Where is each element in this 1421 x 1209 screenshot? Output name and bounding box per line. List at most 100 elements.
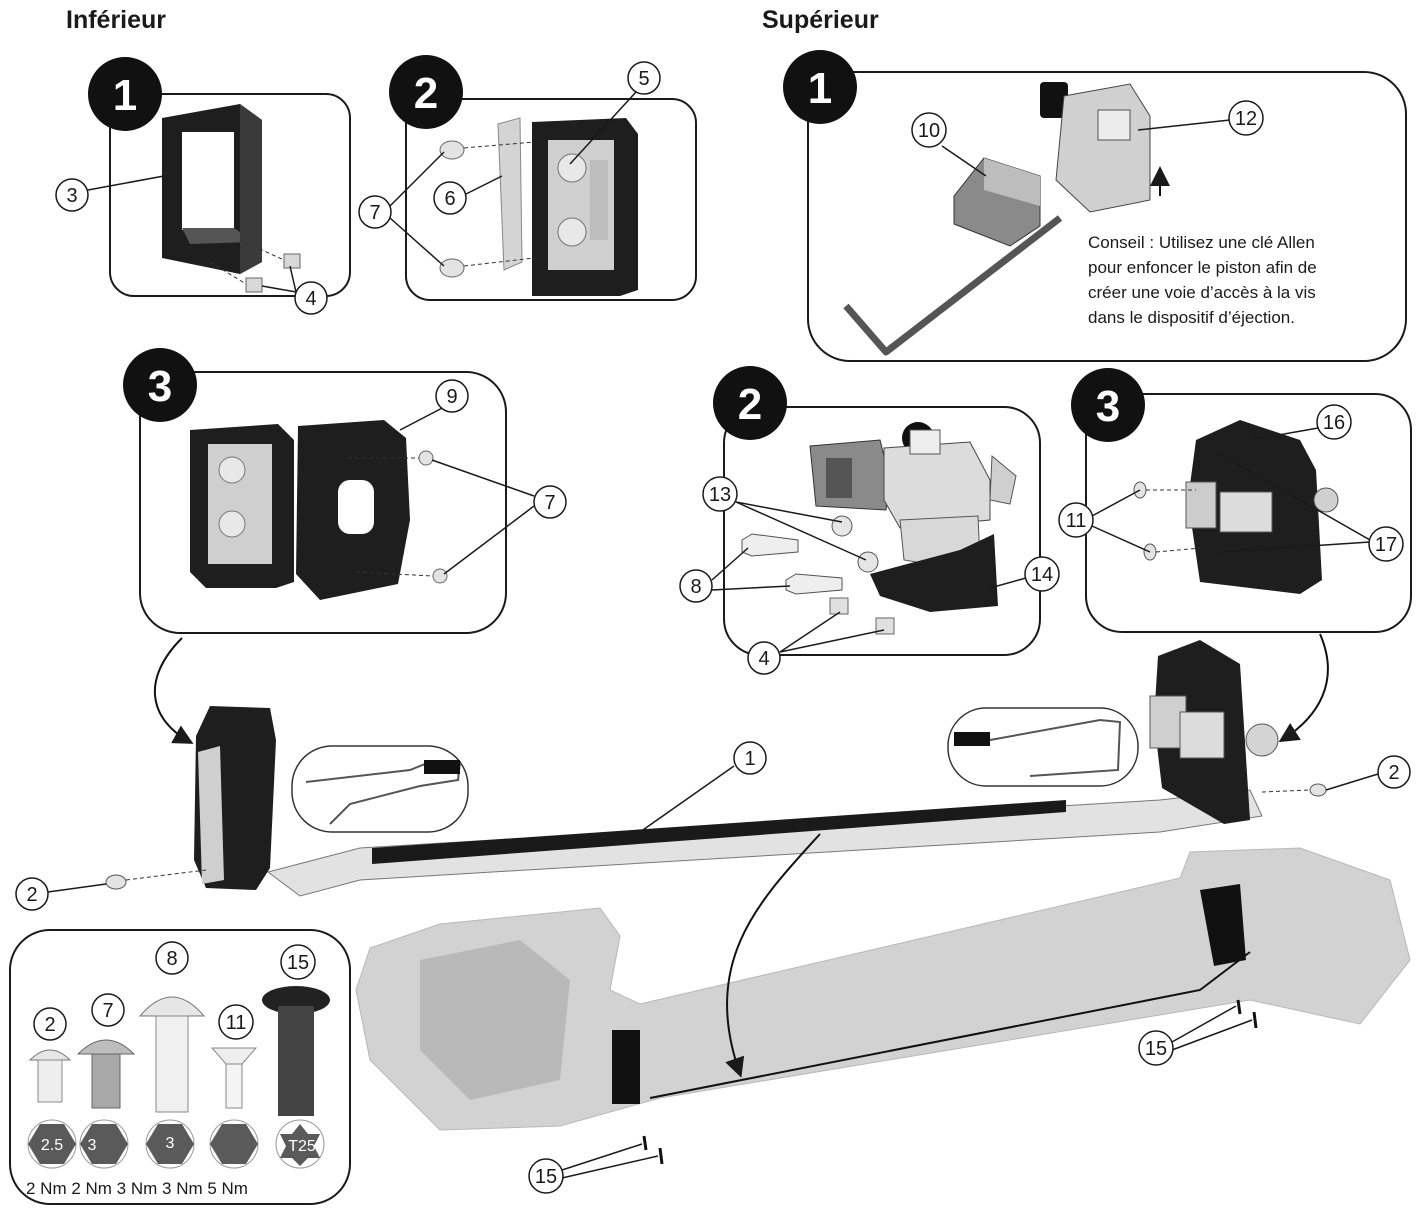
part-housing-14 bbox=[870, 534, 998, 612]
tool-badge-3: 3 bbox=[145, 1119, 195, 1169]
step-badge-upper-2: 2 bbox=[738, 380, 762, 429]
detail-bubble-left bbox=[291, 745, 469, 833]
callout-8a-label: 8 bbox=[690, 576, 701, 598]
arrow-bar-to-housing bbox=[725, 833, 821, 1078]
step-badge-lower-3: 3 bbox=[148, 362, 172, 411]
callout-2c-label: 2 bbox=[44, 1014, 55, 1036]
hw-screw-8 bbox=[138, 996, 206, 1113]
callout-7a-label: 7 bbox=[369, 202, 380, 224]
panel-upper-2: 2 bbox=[713, 366, 1041, 656]
tip-line-3: créer une voie d’accès à la vis bbox=[1088, 283, 1316, 302]
tool-label-2: 3 bbox=[88, 1137, 97, 1154]
tool-label-1: 2.5 bbox=[41, 1137, 63, 1154]
panel-lower-3: 3 bbox=[123, 348, 507, 634]
callout-8b-label: 8 bbox=[166, 948, 177, 970]
callout-7c: 7 bbox=[91, 993, 125, 1027]
callout-5: 5 bbox=[627, 61, 661, 95]
callout-8a: 8 bbox=[679, 569, 713, 603]
callout-9-label: 9 bbox=[446, 386, 457, 408]
callout-14: 14 bbox=[1024, 556, 1060, 592]
torque-labels: 2 Nm 2 Nm 3 Nm 3 Nm 5 Nm bbox=[26, 1179, 248, 1198]
part-allen-key bbox=[843, 215, 1063, 356]
panel-lower-1: 1 bbox=[88, 57, 351, 297]
part-bracket-5 bbox=[532, 118, 638, 296]
callouts: 3 4 5 6 7 9 7 10 12 13 8 14 4 11 16 17 1… bbox=[15, 61, 1411, 1194]
callout-7b: 7 bbox=[533, 485, 567, 519]
callout-2b-label: 2 bbox=[1388, 762, 1399, 784]
part-ejector-12 bbox=[1040, 82, 1170, 213]
callout-2b: 2 bbox=[1377, 755, 1411, 789]
callout-12: 12 bbox=[1228, 100, 1264, 136]
callout-13-label: 13 bbox=[709, 484, 731, 506]
tool-label-5: T25 bbox=[288, 1138, 316, 1155]
callout-4b-label: 4 bbox=[758, 648, 769, 670]
part-bar-1 bbox=[266, 789, 1263, 897]
callout-4a-label: 4 bbox=[305, 288, 316, 310]
callout-15c-label: 15 bbox=[287, 952, 309, 974]
callout-6: 6 bbox=[433, 181, 467, 215]
callout-1: 1 bbox=[733, 741, 767, 775]
detail-bubble-right bbox=[947, 707, 1139, 787]
hw-screw-2 bbox=[28, 1049, 72, 1103]
part-screw-2-left bbox=[105, 869, 207, 890]
part-frame-3 bbox=[162, 104, 262, 274]
tool-badge-5: T25 bbox=[275, 1119, 325, 1169]
tip-line-2: pour enfoncer le piston afin de bbox=[1088, 258, 1317, 277]
callout-14-label: 14 bbox=[1031, 564, 1053, 586]
part-housing-body bbox=[355, 847, 1411, 1131]
callout-16-label: 16 bbox=[1323, 412, 1345, 434]
step-badge-lower-2: 2 bbox=[414, 69, 438, 118]
callout-7b-label: 7 bbox=[544, 492, 555, 514]
heading-upper: Supérieur bbox=[762, 6, 879, 34]
tip-line-4: dans le dispositif d’éjection. bbox=[1088, 308, 1295, 327]
callout-15c: 15 bbox=[280, 944, 316, 980]
tool-label-3: 3 bbox=[166, 1135, 175, 1152]
callout-4b: 4 bbox=[747, 641, 781, 675]
callout-17: 17 bbox=[1368, 526, 1404, 562]
step-badge-lower-1: 1 bbox=[113, 71, 137, 120]
tip-line-1: Conseil : Utilisez une clé Allen bbox=[1088, 233, 1315, 252]
part-cover-16 bbox=[1185, 420, 1339, 594]
part-upper-latch bbox=[1149, 640, 1279, 824]
step-badge-upper-3: 3 bbox=[1096, 382, 1120, 431]
part-screws-8 bbox=[741, 533, 843, 595]
callout-11b-label: 11 bbox=[226, 1012, 247, 1034]
callout-13: 13 bbox=[702, 476, 738, 512]
callout-15b-label: 15 bbox=[535, 1166, 557, 1188]
panel-lower-2: 2 bbox=[389, 55, 697, 301]
callout-6-label: 6 bbox=[444, 188, 455, 210]
tool-badge-1: 2.5 bbox=[27, 1119, 77, 1169]
callout-11a-label: 11 bbox=[1066, 510, 1087, 532]
callout-8b: 8 bbox=[155, 941, 189, 975]
callout-5-label: 5 bbox=[638, 68, 649, 90]
callout-9: 9 bbox=[435, 379, 469, 413]
callout-7a: 7 bbox=[358, 195, 392, 229]
part-lower-assembly bbox=[190, 424, 294, 588]
callout-17-label: 17 bbox=[1375, 534, 1397, 556]
callout-11a: 11 bbox=[1058, 502, 1094, 538]
tip-text: Conseil : Utilisez une clé Allen pour en… bbox=[1088, 230, 1388, 330]
part-nuts-4 bbox=[209, 239, 301, 293]
part-screws-7-lower3 bbox=[348, 450, 448, 584]
callout-11b: 11 bbox=[218, 1004, 254, 1040]
arrow-lower-3-to-latch bbox=[153, 637, 194, 744]
callout-3: 3 bbox=[55, 178, 89, 212]
arrow-upper-3-to-latch bbox=[1278, 633, 1329, 743]
hw-screw-15 bbox=[262, 986, 330, 1116]
part-screws-7-lower2 bbox=[439, 140, 535, 278]
callout-15b: 15 bbox=[528, 1158, 564, 1194]
callout-12-label: 12 bbox=[1235, 108, 1257, 130]
part-nuts-4-upper bbox=[829, 597, 895, 635]
heading-lower: Inférieur bbox=[66, 6, 167, 34]
part-screw-2-right bbox=[1261, 783, 1327, 797]
part-washers-13 bbox=[831, 515, 879, 573]
callout-16: 16 bbox=[1316, 404, 1352, 440]
callout-2a: 2 bbox=[15, 877, 49, 911]
panel-hardware bbox=[9, 929, 351, 1205]
hw-screw-7 bbox=[76, 1039, 136, 1109]
callout-4a: 4 bbox=[294, 281, 328, 315]
part-plate-6 bbox=[497, 117, 523, 271]
callout-2a-label: 2 bbox=[26, 884, 37, 906]
